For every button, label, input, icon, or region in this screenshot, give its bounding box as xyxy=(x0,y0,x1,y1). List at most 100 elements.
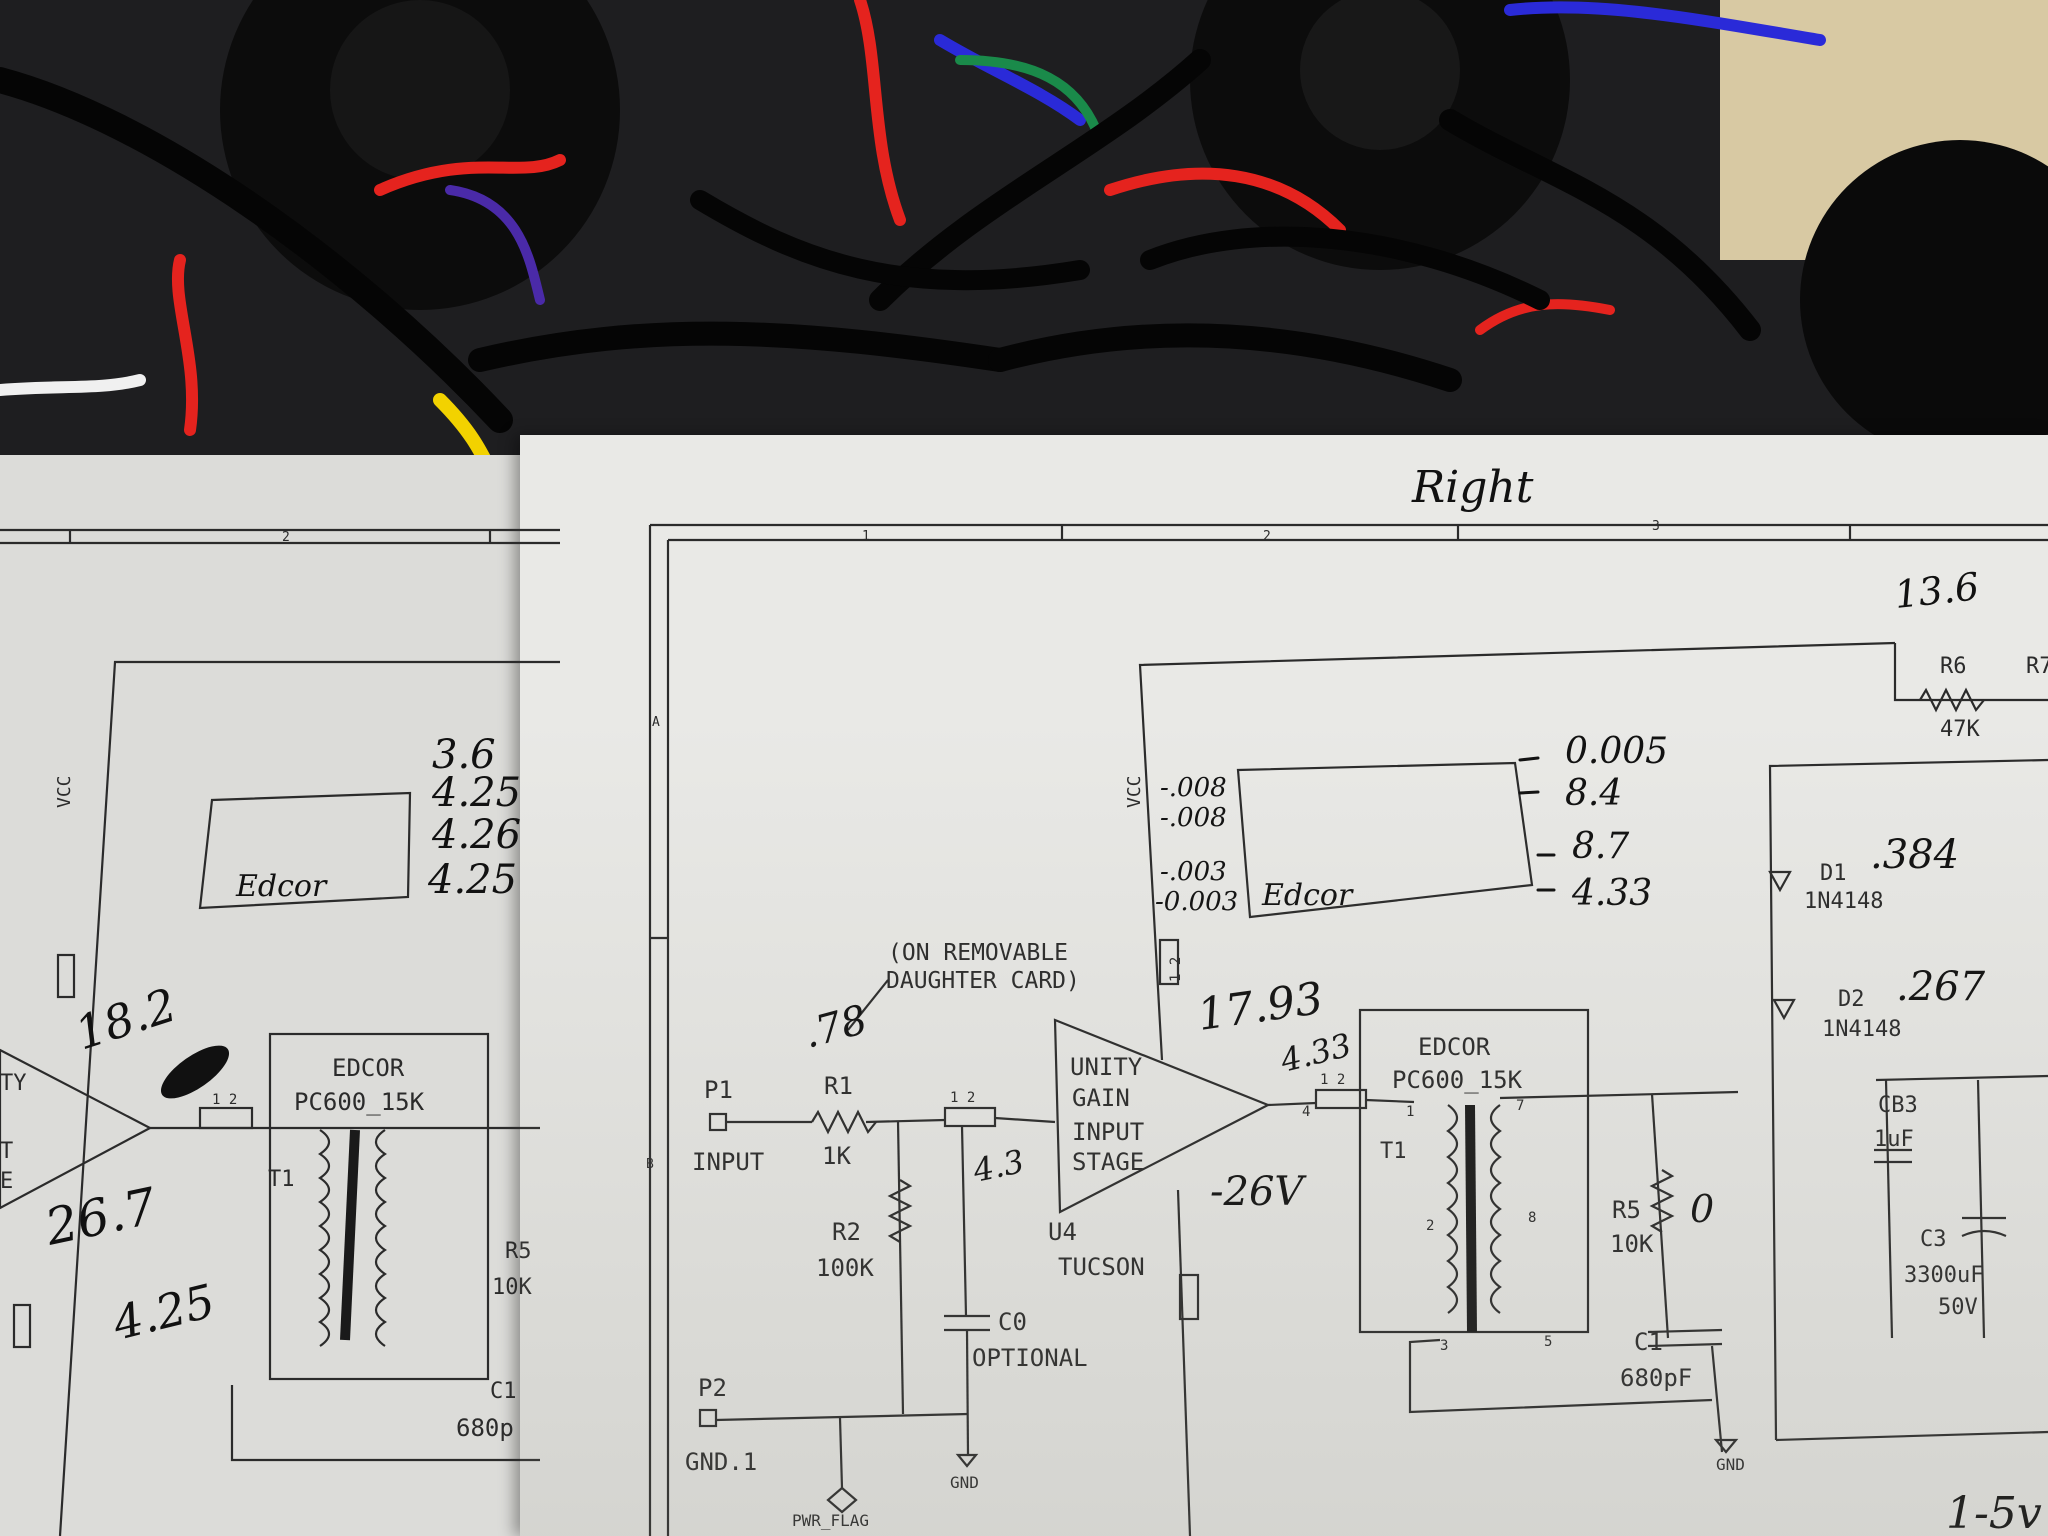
right-xfmr-pin-1: 1 xyxy=(1406,1104,1414,1120)
schematic-sheet-left xyxy=(0,455,600,1536)
right-xfmr-part: PC600_15K xyxy=(1392,1066,1523,1094)
left-vcc-label: VCC xyxy=(54,775,75,808)
right-heading: Right xyxy=(1411,462,1534,513)
box-reading-r3: 8.7 xyxy=(1572,826,1629,867)
left-r5-value: 10K xyxy=(492,1275,532,1300)
ink-scribble xyxy=(160,1045,230,1099)
pwr-flag: PWR_FLAG xyxy=(792,1511,869,1530)
left-col-label: 2 xyxy=(282,530,290,545)
wiring-background xyxy=(0,0,2048,470)
d2-ref: D2 xyxy=(1838,987,1865,1012)
right-xfmr-ref: T1 xyxy=(1380,1139,1407,1164)
box-reading-r1: 0.005 xyxy=(1565,731,1668,772)
left-transformer: EDCOR PC600_15K T1 xyxy=(230,1032,540,1462)
left-conn-pins: 1 2 xyxy=(212,1092,237,1108)
box-reading-l2: -.008 xyxy=(1160,803,1227,833)
right-col-2: 2 xyxy=(1263,529,1271,544)
p1-ref: P1 xyxy=(704,1076,733,1104)
left-reading-4: 4.25 xyxy=(427,857,517,903)
handwritten-right-heading: Right xyxy=(1411,462,1534,513)
amp-text-4: STAGE xyxy=(1072,1148,1144,1176)
d2-value: 1N4148 xyxy=(1822,1017,1901,1042)
input-conn-pins: 1 2 xyxy=(950,1090,975,1106)
r2-value: 100K xyxy=(816,1254,874,1282)
right-edcor-label: Edcor xyxy=(1261,878,1354,913)
supply-section: 13.6 R6 47K R7 D1 1N4148 .384 D2 1N4148 … xyxy=(1768,564,2048,1536)
unity-gain-amplifier: UNITY GAIN INPUT STAGE U4 TUCSON 1 2 17.… xyxy=(969,973,1415,1536)
d1-value: 1N4148 xyxy=(1804,889,1883,914)
right-xfmr-pin-3: 3 xyxy=(1440,1338,1448,1354)
left-vcc-rail: VCC xyxy=(54,660,560,1536)
r6-ref: R6 xyxy=(1940,654,1967,679)
left-amp-text-3: E xyxy=(0,1169,13,1194)
p2-label: GND.1 xyxy=(685,1448,757,1476)
d1-ref: D1 xyxy=(1820,861,1847,886)
left-amp-text-2: T xyxy=(0,1139,13,1164)
left-xfmr-part: PC600_15K xyxy=(294,1088,425,1116)
left-output-parts: R5 10K C1 680p xyxy=(456,1239,532,1442)
c3-value: 3300uF xyxy=(1904,1263,1983,1288)
left-edcor-label: Edcor xyxy=(235,869,328,904)
p1-input: INPUT xyxy=(692,1148,764,1176)
input-network: P1 INPUT R1 1K .78 R2 100K 1 2 C0 OPTION… xyxy=(685,997,1088,1530)
amp-text-2: GAIN xyxy=(1072,1084,1130,1112)
box-reading-l4: -0.003 xyxy=(1155,887,1238,917)
r2-ref: R2 xyxy=(832,1218,861,1246)
box-reading-r2: 8.4 xyxy=(1565,773,1622,814)
right-col-3: 3 xyxy=(1652,519,1660,534)
supply-reading: 13.6 xyxy=(1892,564,1981,617)
daughter-note-2: DAUGHTER CARD) xyxy=(886,968,1080,994)
u4-ref: U4 xyxy=(1048,1218,1077,1246)
right-r5: R5 xyxy=(1612,1196,1641,1224)
right-xfmr-pin-2: 2 xyxy=(1426,1218,1434,1234)
r6-value: 47K xyxy=(1940,717,1980,742)
right-amp-pin-4: 4 xyxy=(1302,1104,1310,1120)
right-xfmr-pin-8: 8 xyxy=(1528,1210,1536,1226)
daughter-note-1: (ON REMOVABLE xyxy=(888,940,1068,966)
left-reading-1: 3.6 xyxy=(432,732,496,778)
right-vcc-rail: VCC 1 2 xyxy=(1124,641,1896,1061)
cb-ref: CB3 xyxy=(1878,1093,1918,1118)
p2-ref: P2 xyxy=(698,1374,727,1402)
left-amp-reading-3: 4.25 xyxy=(107,1273,220,1350)
left-reading-2: 4.25 xyxy=(431,770,521,816)
row-a: A xyxy=(652,715,660,730)
right-edcor-box: Edcor xyxy=(1236,756,1556,919)
r1-value: 1K xyxy=(822,1142,851,1170)
right-xfmr-pin-7: 7 xyxy=(1516,1098,1524,1114)
left-amp-text-1: TY xyxy=(0,1071,27,1096)
heatsink xyxy=(1800,140,2048,460)
right-c1-value: 680pF xyxy=(1620,1364,1692,1392)
left-c1-value: 680p xyxy=(456,1414,514,1442)
gnd-input: GND xyxy=(950,1473,979,1492)
r7-partial: R7 xyxy=(2026,654,2048,679)
right-xfmr-pin-5: 5 xyxy=(1544,1334,1552,1350)
left-sheet-frame: 2 xyxy=(0,528,560,545)
box-reading-l1: -.008 xyxy=(1160,773,1227,803)
right-vcc-label: VCC xyxy=(1124,775,1145,808)
right-col-1: 1 xyxy=(862,529,870,544)
bottom-note: 1-5v xyxy=(1946,1488,2042,1536)
left-amp-reading-1: 18.2 xyxy=(69,977,183,1060)
d1-reading: .384 xyxy=(1870,832,1959,878)
right-transformer: EDCOR PC600_15K T1 1 2 3 4 5 7 8 xyxy=(1302,1008,1739,1414)
amp-reading-in: 4.3 xyxy=(969,1142,1028,1190)
output-conn-pins: 1 2 xyxy=(1320,1072,1345,1088)
c3-ref: C3 xyxy=(1920,1227,1947,1252)
schematic-sheet-right xyxy=(520,435,2048,1536)
left-c1: C1 xyxy=(490,1379,517,1404)
left-amplifier: TY T E 1 2 18.2 26.7 4.25 xyxy=(0,953,540,1351)
r1-reading: .78 xyxy=(799,997,872,1058)
box-reading-r4: 4.33 xyxy=(1571,873,1652,914)
amp-text-3: INPUT xyxy=(1072,1118,1144,1146)
right-c1: C1 xyxy=(1634,1328,1663,1356)
right-sheet-frame: 1 2 3 A B xyxy=(646,519,2048,1536)
box-reading-l3: -.003 xyxy=(1160,857,1227,887)
amp-text-1: UNITY xyxy=(1070,1053,1143,1081)
left-readings: 3.6 4.25 4.26 4.25 xyxy=(427,732,521,903)
left-xfmr-ref: T1 xyxy=(268,1167,295,1192)
cb-value: 1uF xyxy=(1874,1127,1914,1152)
amp-reading-vee: -26V xyxy=(1210,1169,1307,1215)
left-reading-3: 4.26 xyxy=(431,812,521,858)
